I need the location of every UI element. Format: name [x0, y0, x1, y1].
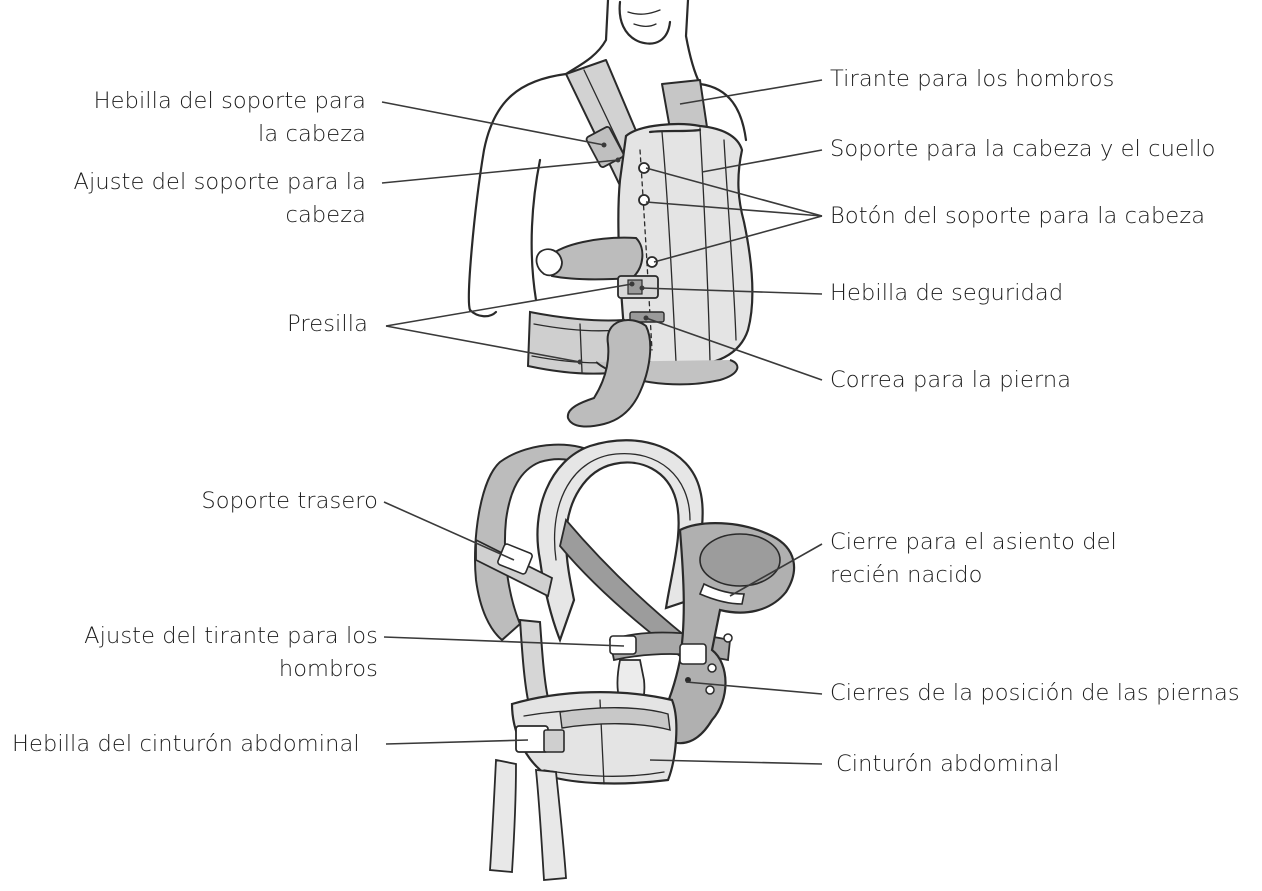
wearer-neck-left [564, 0, 610, 76]
label-hebilla-cinturon: Hebilla del cinturón abdominal [12, 728, 360, 761]
label-line: Cinturón abdominal [836, 751, 1060, 777]
label-line: Hebilla del cinturón abdominal [12, 731, 360, 757]
leader-lines [381, 79, 823, 765]
wearer-left-arm [467, 72, 568, 312]
main-shoulder-strap [536, 439, 704, 644]
label-soporte-cabeza-cuello: Soporte para la cabeza y el cuello [830, 133, 1216, 166]
newborn-seat-clasp [698, 582, 745, 605]
leader-presilla-1 [385, 283, 633, 327]
wearer-chin [618, 0, 672, 45]
label-boton-soporte-cabeza: Botón del soporte para la cabeza [830, 200, 1205, 233]
baby-leg [566, 319, 652, 428]
belt-strap-end-right [534, 768, 567, 881]
leader-hebilla-seguridad [641, 287, 823, 295]
leader-cierres-piernas [685, 681, 823, 695]
label-soporte-trasero: Soporte trasero [201, 485, 378, 518]
label-line: cabeza [285, 202, 366, 228]
leader-cinturon-abdominal [649, 759, 823, 765]
wearer-neck-right [684, 0, 702, 86]
carrier-standalone-figure [474, 439, 796, 881]
label-line: Hebilla del soporte para [93, 88, 366, 114]
label-hebilla-seguridad: Hebilla de seguridad [830, 277, 1063, 310]
leader-cierre-asiento [729, 543, 823, 597]
leader-presilla-2 [385, 325, 581, 363]
label-line: Ajuste del tirante para los [84, 623, 378, 649]
worn-carrier-figure [467, 0, 754, 428]
leader-soporte-cabeza-cuello [701, 149, 823, 173]
label-line: la cabeza [258, 121, 366, 147]
shoulder-strap-adjuster-right [679, 643, 707, 665]
label-line: Tirante para los hombros [830, 66, 1115, 92]
leader-hebilla-cinturon [385, 739, 529, 745]
head-support-button-2 [638, 194, 650, 206]
leader-ajuste-soporte-cabeza [381, 159, 619, 184]
label-line: Correa para la pierna [830, 367, 1072, 393]
label-cierre-asiento: Cierre para el asiento del recién nacido [830, 526, 1117, 592]
label-correa-pierna: Correa para la pierna [830, 364, 1071, 397]
leader-ajuste-tirante [383, 636, 625, 647]
label-line: Ajuste del soporte para la [73, 169, 366, 195]
wearer-right-shoulder [698, 82, 748, 142]
label-ajuste-tirante-hombros: Ajuste del tirante para los hombros [84, 620, 378, 686]
leader-boton-1 [645, 167, 823, 217]
leader-soporte-trasero [383, 501, 515, 561]
baby-arm [546, 236, 644, 281]
belt-strap-end-left [489, 758, 517, 873]
left-dangling-strap [518, 618, 550, 702]
wearer-left-torso [530, 158, 542, 302]
label-ajuste-soporte-cabeza: Ajuste del soporte para la cabeza [74, 166, 366, 232]
leader-boton-2 [645, 201, 823, 217]
seat-pad [699, 533, 781, 587]
label-line: Cierre para el asiento del [830, 529, 1117, 555]
label-line: Botón del soporte para la cabeza [830, 203, 1206, 229]
label-line: Presilla [287, 311, 368, 337]
label-presilla: Presilla [287, 308, 368, 341]
label-line: Hebilla de seguridad [830, 280, 1064, 306]
leader-boton-3 [653, 215, 823, 263]
label-line: recién nacido [830, 562, 983, 588]
label-cierres-posicion-piernas: Cierres de la posición de las piernas [830, 677, 1240, 710]
label-line: hombros [278, 656, 378, 682]
label-tirante-hombros: Tirante para los hombros [830, 63, 1114, 96]
label-line: Soporte trasero [201, 488, 378, 514]
label-line: Cierres de la posición de las piernas [830, 680, 1240, 706]
leader-tirante-hombros [679, 79, 823, 105]
baby-hand [535, 248, 563, 277]
leader-hebilla-soporte-cabeza [381, 101, 605, 146]
leader-correa-pierna [645, 317, 823, 381]
label-line: Soporte para la cabeza y el cuello [830, 136, 1216, 162]
label-cinturon-abdominal: Cinturón abdominal [836, 748, 1060, 781]
label-hebilla-soporte-cabeza: Hebilla del soporte para la cabeza [94, 85, 366, 151]
